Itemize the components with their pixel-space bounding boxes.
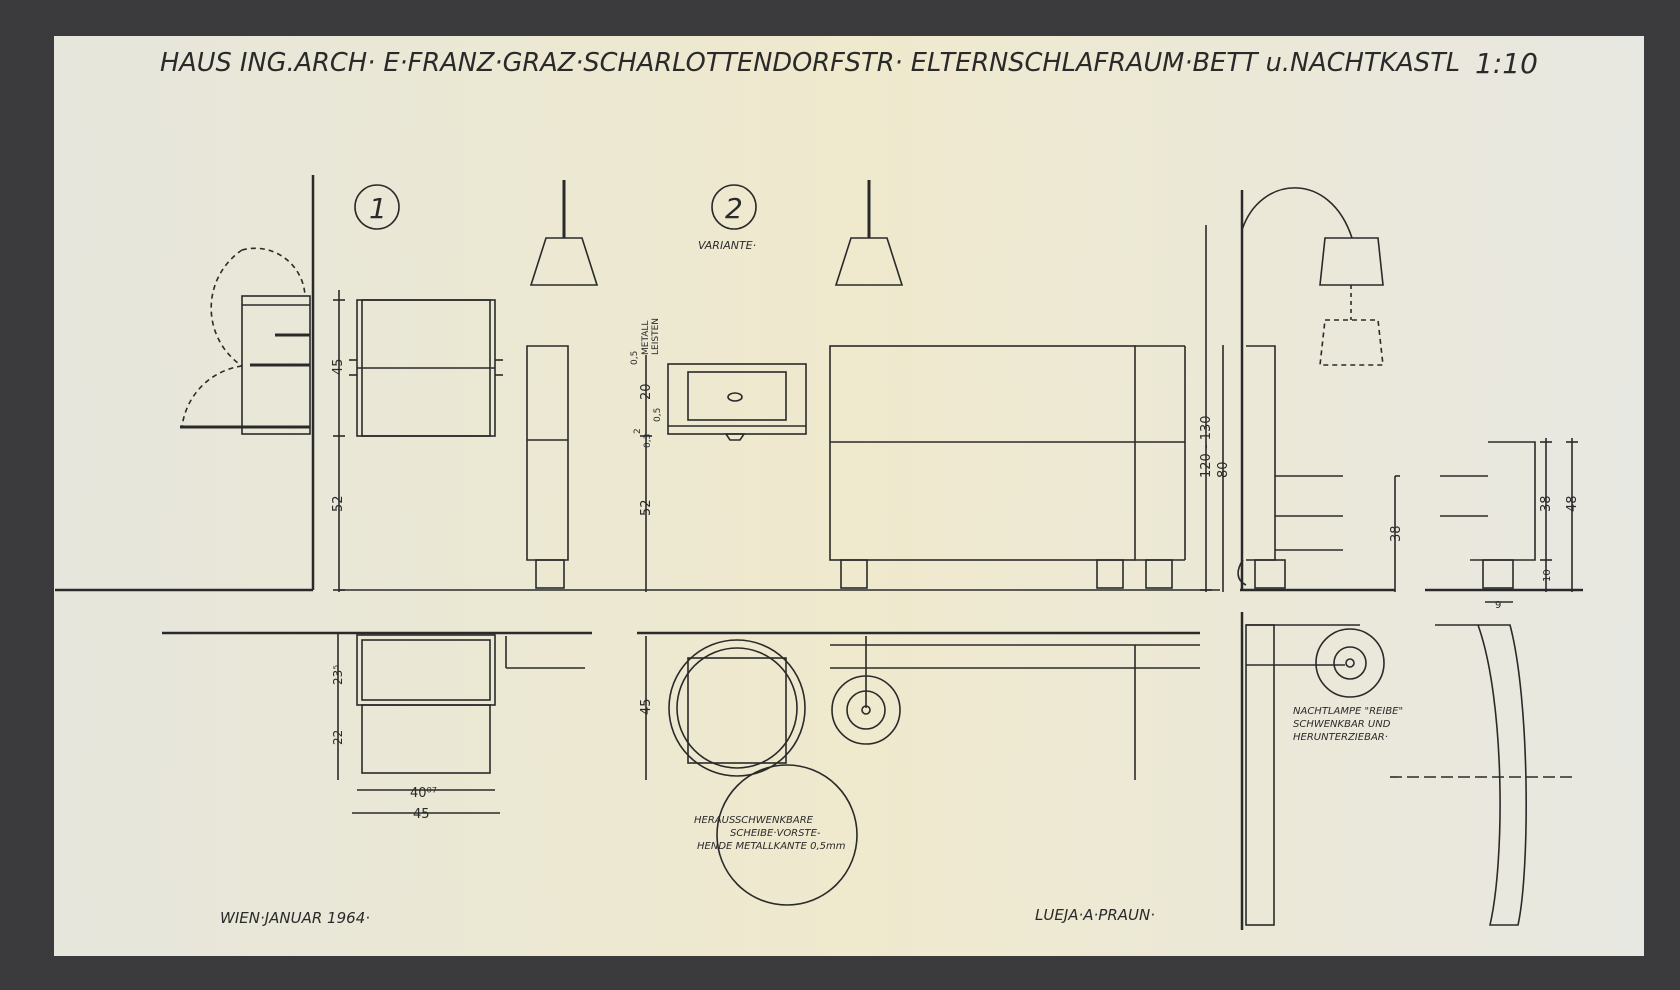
dim-80: 80 [1216, 461, 1231, 478]
dim-48: 48 [1565, 495, 1580, 512]
view-2-marker [711, 184, 757, 230]
view-2-number: 2 [725, 192, 743, 225]
dim-05b: 0,5 [653, 408, 663, 422]
view-1-number: 1 [369, 192, 387, 225]
dim-45-plan: 45 [413, 807, 430, 822]
scale-label: 1:10 [1475, 47, 1538, 80]
signature: LUEJA·A·PRAUN· [1035, 906, 1155, 924]
dim-03: 0,3 [643, 434, 653, 448]
dim-38-chair: 38 [1539, 495, 1554, 512]
dim-45-round: 45 [639, 698, 654, 715]
drawing-title: HAUS ING.ARCH· E·FRANZ·GRAZ·SCHARLOTTEND… [160, 48, 1460, 78]
dim-metall: METALL [641, 321, 651, 355]
dim-20: 20 [639, 383, 654, 400]
note-lamp-line-1: NACHTLAMPE "REIBE" [1293, 706, 1403, 717]
dim-52-variant: 52 [639, 499, 654, 516]
dim-52-front: 52 [331, 495, 346, 512]
dim-120-130: 120 - 130 [1199, 415, 1214, 478]
dim-9: 9 [1495, 600, 1501, 611]
dim-leisten: LEISTEN [651, 318, 661, 355]
note-lamp-line-3: HERUNTERZIEBAR· [1293, 732, 1388, 743]
note-swing-line-1: HERAUSSCHWENKBARE [694, 815, 814, 826]
place-date: WIEN·JANUAR 1964· [220, 909, 370, 927]
dim-38-bed: 38 [1389, 525, 1404, 542]
dim-23: 23⁵ [331, 665, 345, 685]
view-1-marker [354, 184, 400, 230]
dim-05: 0,5 [630, 351, 640, 365]
note-lamp-line-2: SCHWENKBAR UND [1293, 719, 1391, 730]
dim-40: 40⁰⁷ [410, 786, 437, 801]
dim-2: 2 [633, 428, 643, 434]
note-swing-line-3: HENDE METALLKANTE 0,5mm [697, 841, 846, 852]
dim-45-front: 45 [331, 358, 346, 375]
dim-22: 22 [331, 730, 345, 745]
note-swing-line-2: SCHEIBE·VORSTE- [730, 828, 821, 839]
linework [55, 175, 1583, 930]
paper [54, 36, 1644, 956]
dim-10: 10 [1542, 569, 1553, 582]
variant-label: VARIANTE· [698, 239, 756, 252]
